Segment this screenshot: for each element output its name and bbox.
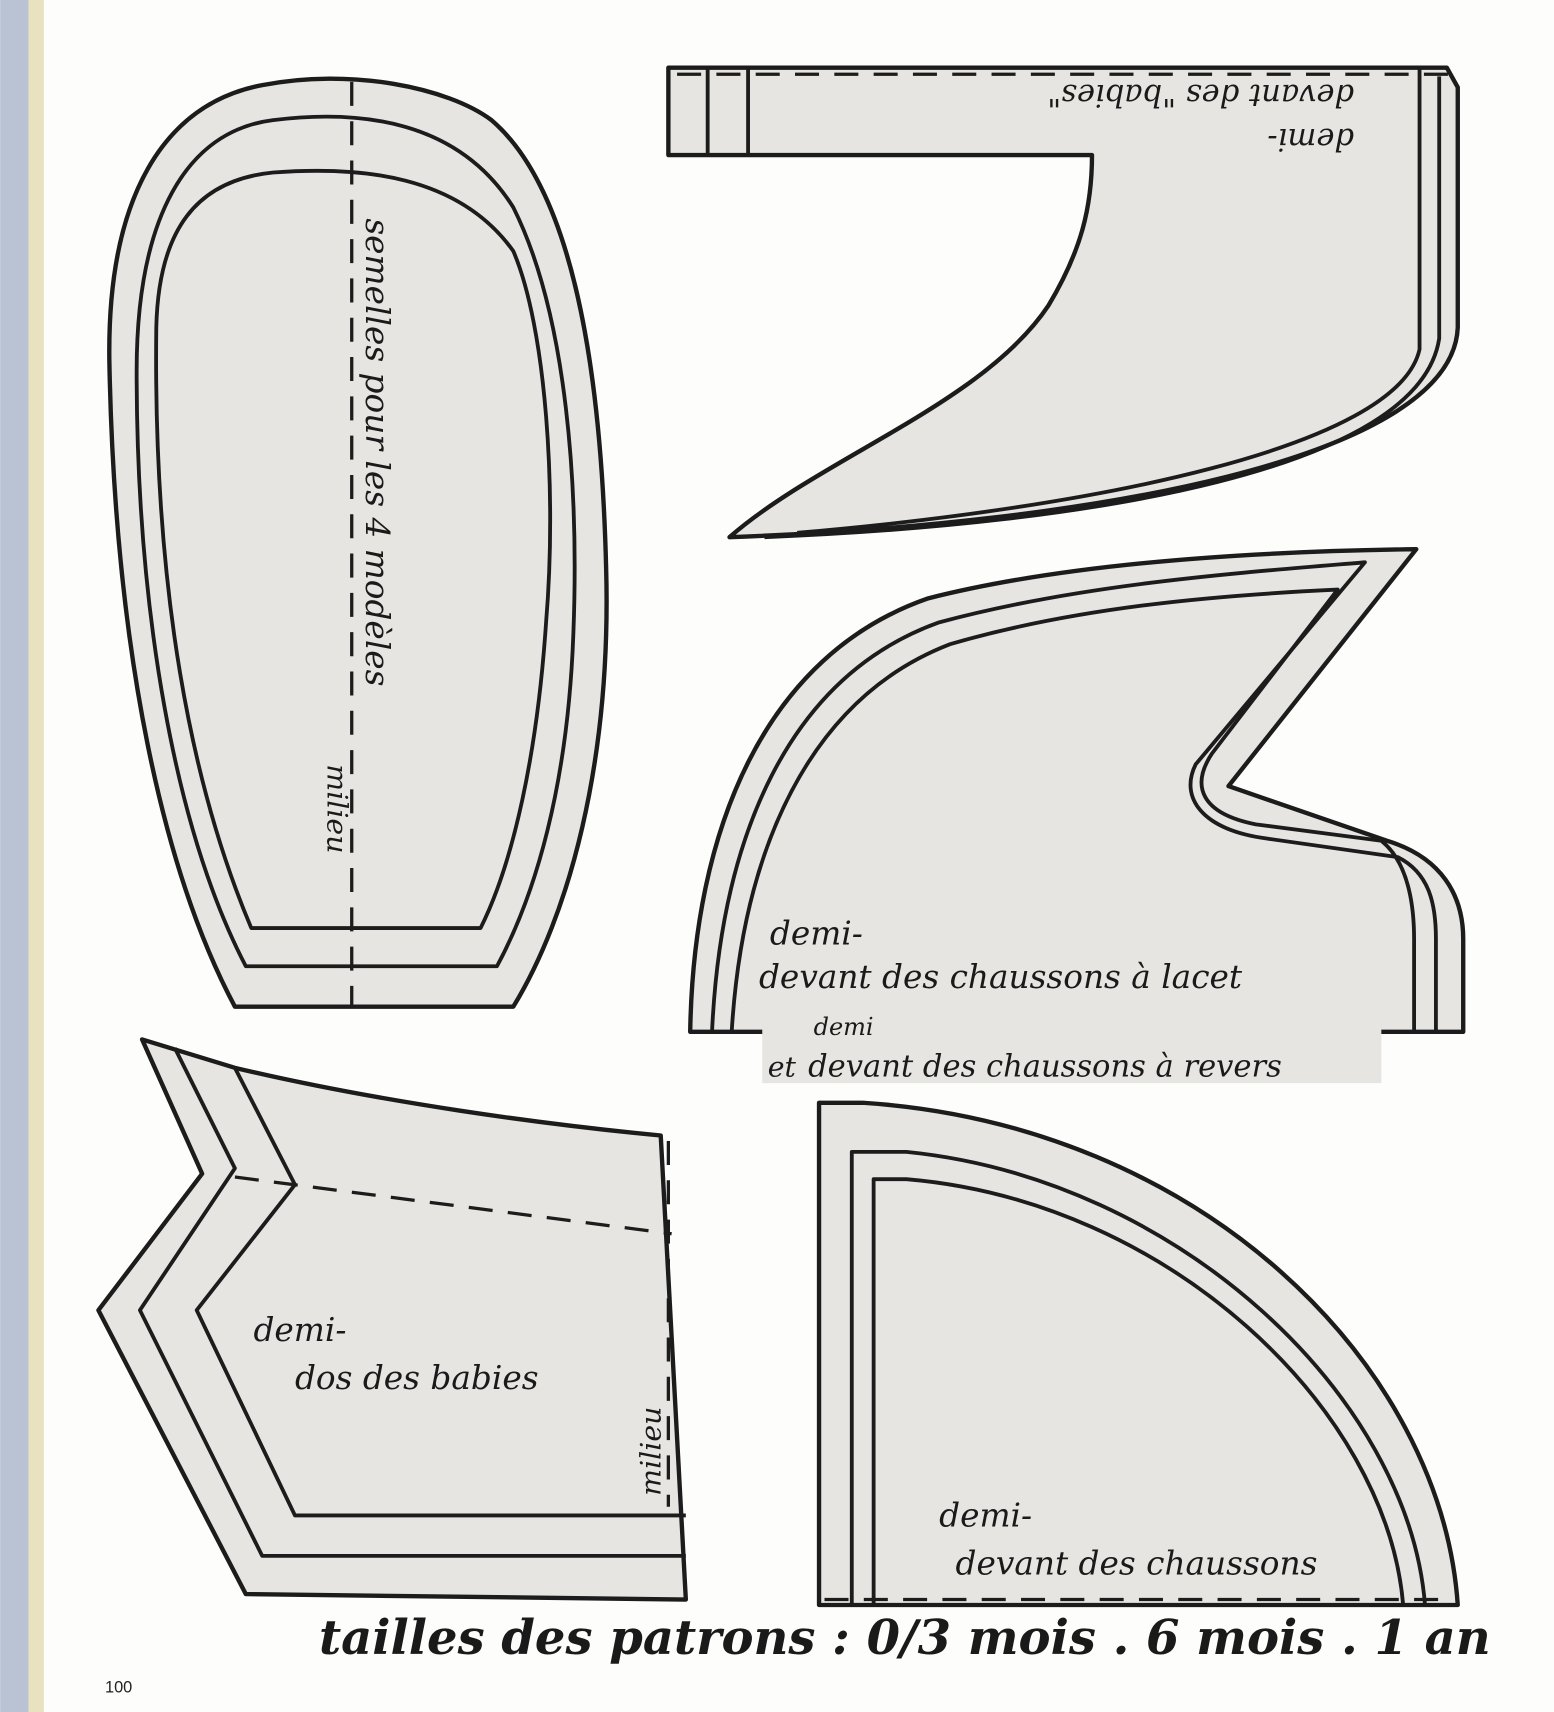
babies-back-label-2: dos des babies — [295, 1359, 539, 1397]
babies-back-pattern-piece: demi- dos des babies milieu — [96, 1037, 689, 1602]
lace-front-label-1: demi- — [770, 914, 863, 952]
page-edge — [28, 0, 44, 1712]
book-binding — [0, 0, 29, 1712]
pattern-sizes-title: tailles des patrons : 0/3 mois . 6 mois … — [319, 1610, 1491, 1666]
revers-label-strip — [762, 1013, 1382, 1084]
lace-front-label-2: devant des chaussons à lacet — [759, 958, 1243, 996]
lace-front-pattern-piece: demi- devant des chaussons à lacet et de… — [688, 547, 1466, 1085]
babies-back-label-1: demi- — [253, 1311, 346, 1349]
babies-back-center-label: milieu — [635, 1407, 668, 1496]
babies-front-label-1: demi- — [1267, 121, 1354, 156]
slipper-front-label-1: demi- — [939, 1496, 1032, 1534]
slipper-front-pattern-piece: demi- devant des chaussons — [816, 1100, 1460, 1608]
sole-label: semelles pour les 4 modèles — [358, 218, 396, 686]
babies-front-pattern-piece: demi- devant des "babies" — [666, 65, 1460, 540]
revers-label: devant des chaussons à revers — [808, 1050, 1282, 1085]
page-number: 100 — [105, 1678, 132, 1696]
slipper-front-label-2: devant des chaussons — [956, 1544, 1318, 1582]
sole-center-label: milieu — [321, 764, 354, 853]
revers-label-top: demi — [814, 1013, 874, 1041]
babies-front-label-2: devant des "babies" — [1047, 77, 1354, 112]
sole-pattern-piece: semelles pour les 4 modèles milieu — [107, 76, 609, 1009]
revers-label-prefix: et — [768, 1051, 797, 1084]
